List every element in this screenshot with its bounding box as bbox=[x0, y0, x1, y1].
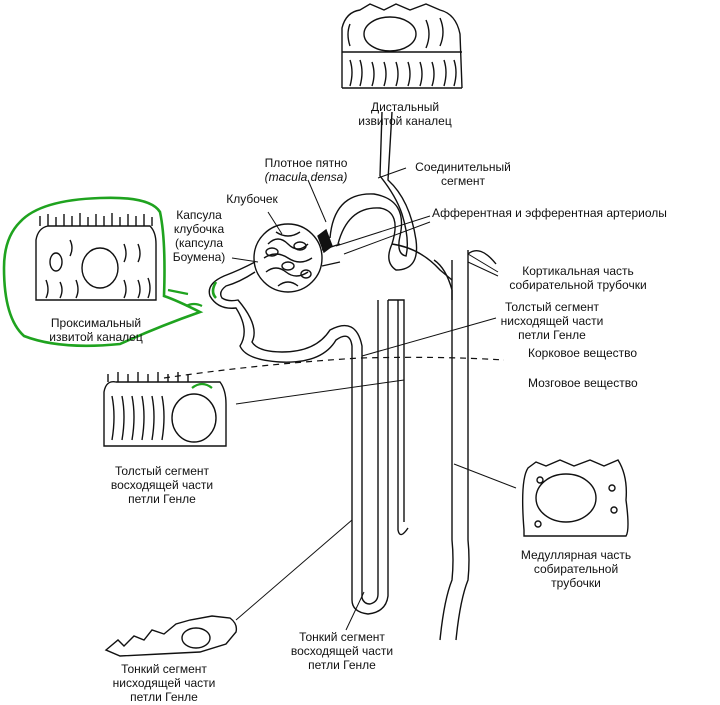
label-macula-densa: Плотное пятно(macula densa) bbox=[264, 156, 348, 184]
nephron-tubule bbox=[208, 111, 497, 641]
thin-descending-cell bbox=[104, 615, 238, 657]
label-glomerulus: Клубочек bbox=[226, 192, 278, 206]
cortex-medulla-boundary bbox=[163, 356, 505, 379]
distal-tubule-cell bbox=[341, 3, 463, 89]
macula-densa-mark bbox=[317, 228, 333, 254]
thick-ascending-cell bbox=[103, 372, 227, 447]
label-afferent-efferent: Афферентная и эфферентная артериолы bbox=[432, 206, 667, 220]
leader-lines bbox=[231, 167, 517, 631]
label-medulla: Мозговое вещество bbox=[528, 376, 638, 390]
highlight-circle bbox=[2, 196, 204, 348]
proximal-tubule-cell bbox=[35, 213, 157, 301]
medullary-collecting-cell bbox=[521, 459, 629, 537]
label-cortex: Корковое вещество bbox=[528, 346, 638, 360]
